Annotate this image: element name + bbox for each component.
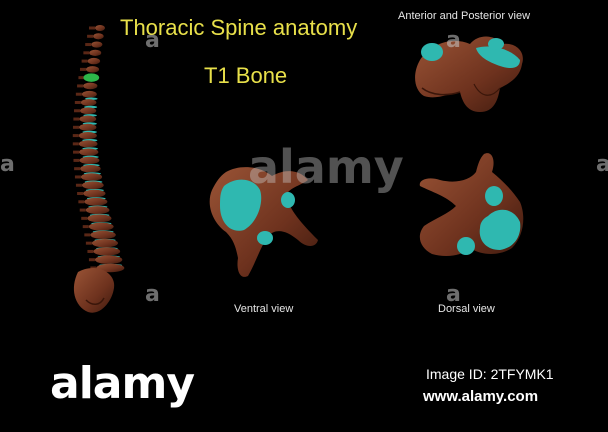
image-id-text: Image ID: 2TFYMK1 <box>426 366 554 382</box>
image-subtitle: T1 Bone <box>204 63 288 88</box>
vertebra-segment <box>81 181 104 190</box>
spinous-process <box>81 216 88 220</box>
spinous-process <box>87 249 94 253</box>
spinous-process <box>85 43 92 47</box>
spinous-process <box>75 183 82 187</box>
vertebra-segment <box>79 148 99 156</box>
vertebra-segment <box>80 173 103 181</box>
vertebra-segment <box>79 156 100 165</box>
spinous-process <box>74 175 81 179</box>
watermark-mark: a <box>446 282 461 307</box>
vertebra-segment <box>90 230 116 239</box>
vertebra-segment <box>83 189 106 198</box>
spinous-process <box>87 34 94 38</box>
spinous-process <box>84 233 91 237</box>
watermark-mark: a <box>145 28 160 53</box>
vertebra-segment <box>80 107 97 115</box>
spinous-process <box>78 200 85 204</box>
vertebra-segment <box>96 263 125 273</box>
spinous-process <box>77 84 84 88</box>
vertebra-segment <box>83 82 98 90</box>
spinous-process <box>75 92 82 96</box>
vertebra-segment <box>80 164 101 173</box>
spinous-process <box>72 142 79 146</box>
watermark-mark: a <box>145 282 160 307</box>
watermark-mark: a <box>0 152 15 177</box>
vertebra-segment <box>93 247 121 256</box>
t1-highlight <box>83 73 100 82</box>
vertebra-segment <box>78 132 97 140</box>
vertebra-segment <box>87 214 112 223</box>
spinous-process <box>82 225 89 229</box>
spinous-process <box>73 158 80 162</box>
spinous-process <box>73 150 80 154</box>
vertebra-segment <box>81 90 97 98</box>
spinous-process <box>78 76 85 80</box>
ventral-caption: Ventral view <box>234 303 294 315</box>
spinous-process <box>89 26 95 30</box>
vertebra-segment <box>93 33 104 40</box>
vertebra-segment <box>85 66 100 73</box>
vertebra-segment <box>87 57 101 65</box>
watermark-mark: a <box>596 152 608 177</box>
spinous-process <box>72 125 79 129</box>
image-title: Thoracic Spine anatomy <box>120 15 358 40</box>
spinous-process <box>74 100 81 104</box>
anterior-posterior-caption: Anterior and Posterior view <box>398 10 531 22</box>
vertebra-segment <box>78 123 97 131</box>
footer-bar <box>0 350 608 432</box>
vertebra-segment <box>78 140 98 148</box>
vertebra-segment <box>85 206 110 215</box>
watermark-mark: a <box>446 28 461 53</box>
vertebra-segment <box>88 222 114 231</box>
vertebra-segment <box>95 25 105 31</box>
spinous-process <box>79 67 86 71</box>
spinous-process <box>81 59 88 63</box>
dorsal-caption: Dorsal view <box>438 303 495 315</box>
spinous-process <box>72 134 79 138</box>
spinous-process <box>74 167 81 171</box>
spinous-process <box>83 51 90 55</box>
vertebra-segment <box>94 255 123 264</box>
vertebra-segment <box>79 115 97 123</box>
vertebra-segment <box>84 197 108 206</box>
vertebra-segment <box>91 239 119 248</box>
site-url: www.alamy.com <box>423 388 539 405</box>
spinous-process <box>73 117 80 121</box>
spinous-process <box>74 109 81 113</box>
spinous-process <box>90 266 97 270</box>
spinous-process <box>85 241 92 245</box>
vertebra-segment <box>80 99 97 106</box>
vertebra-segment <box>89 49 102 56</box>
center-watermark: alamy <box>248 140 404 194</box>
brand-logo: alamy <box>50 358 195 409</box>
spinous-process <box>88 258 95 262</box>
spinous-process <box>79 208 86 212</box>
vertebra-segment <box>91 41 103 48</box>
spinous-process <box>77 192 84 196</box>
